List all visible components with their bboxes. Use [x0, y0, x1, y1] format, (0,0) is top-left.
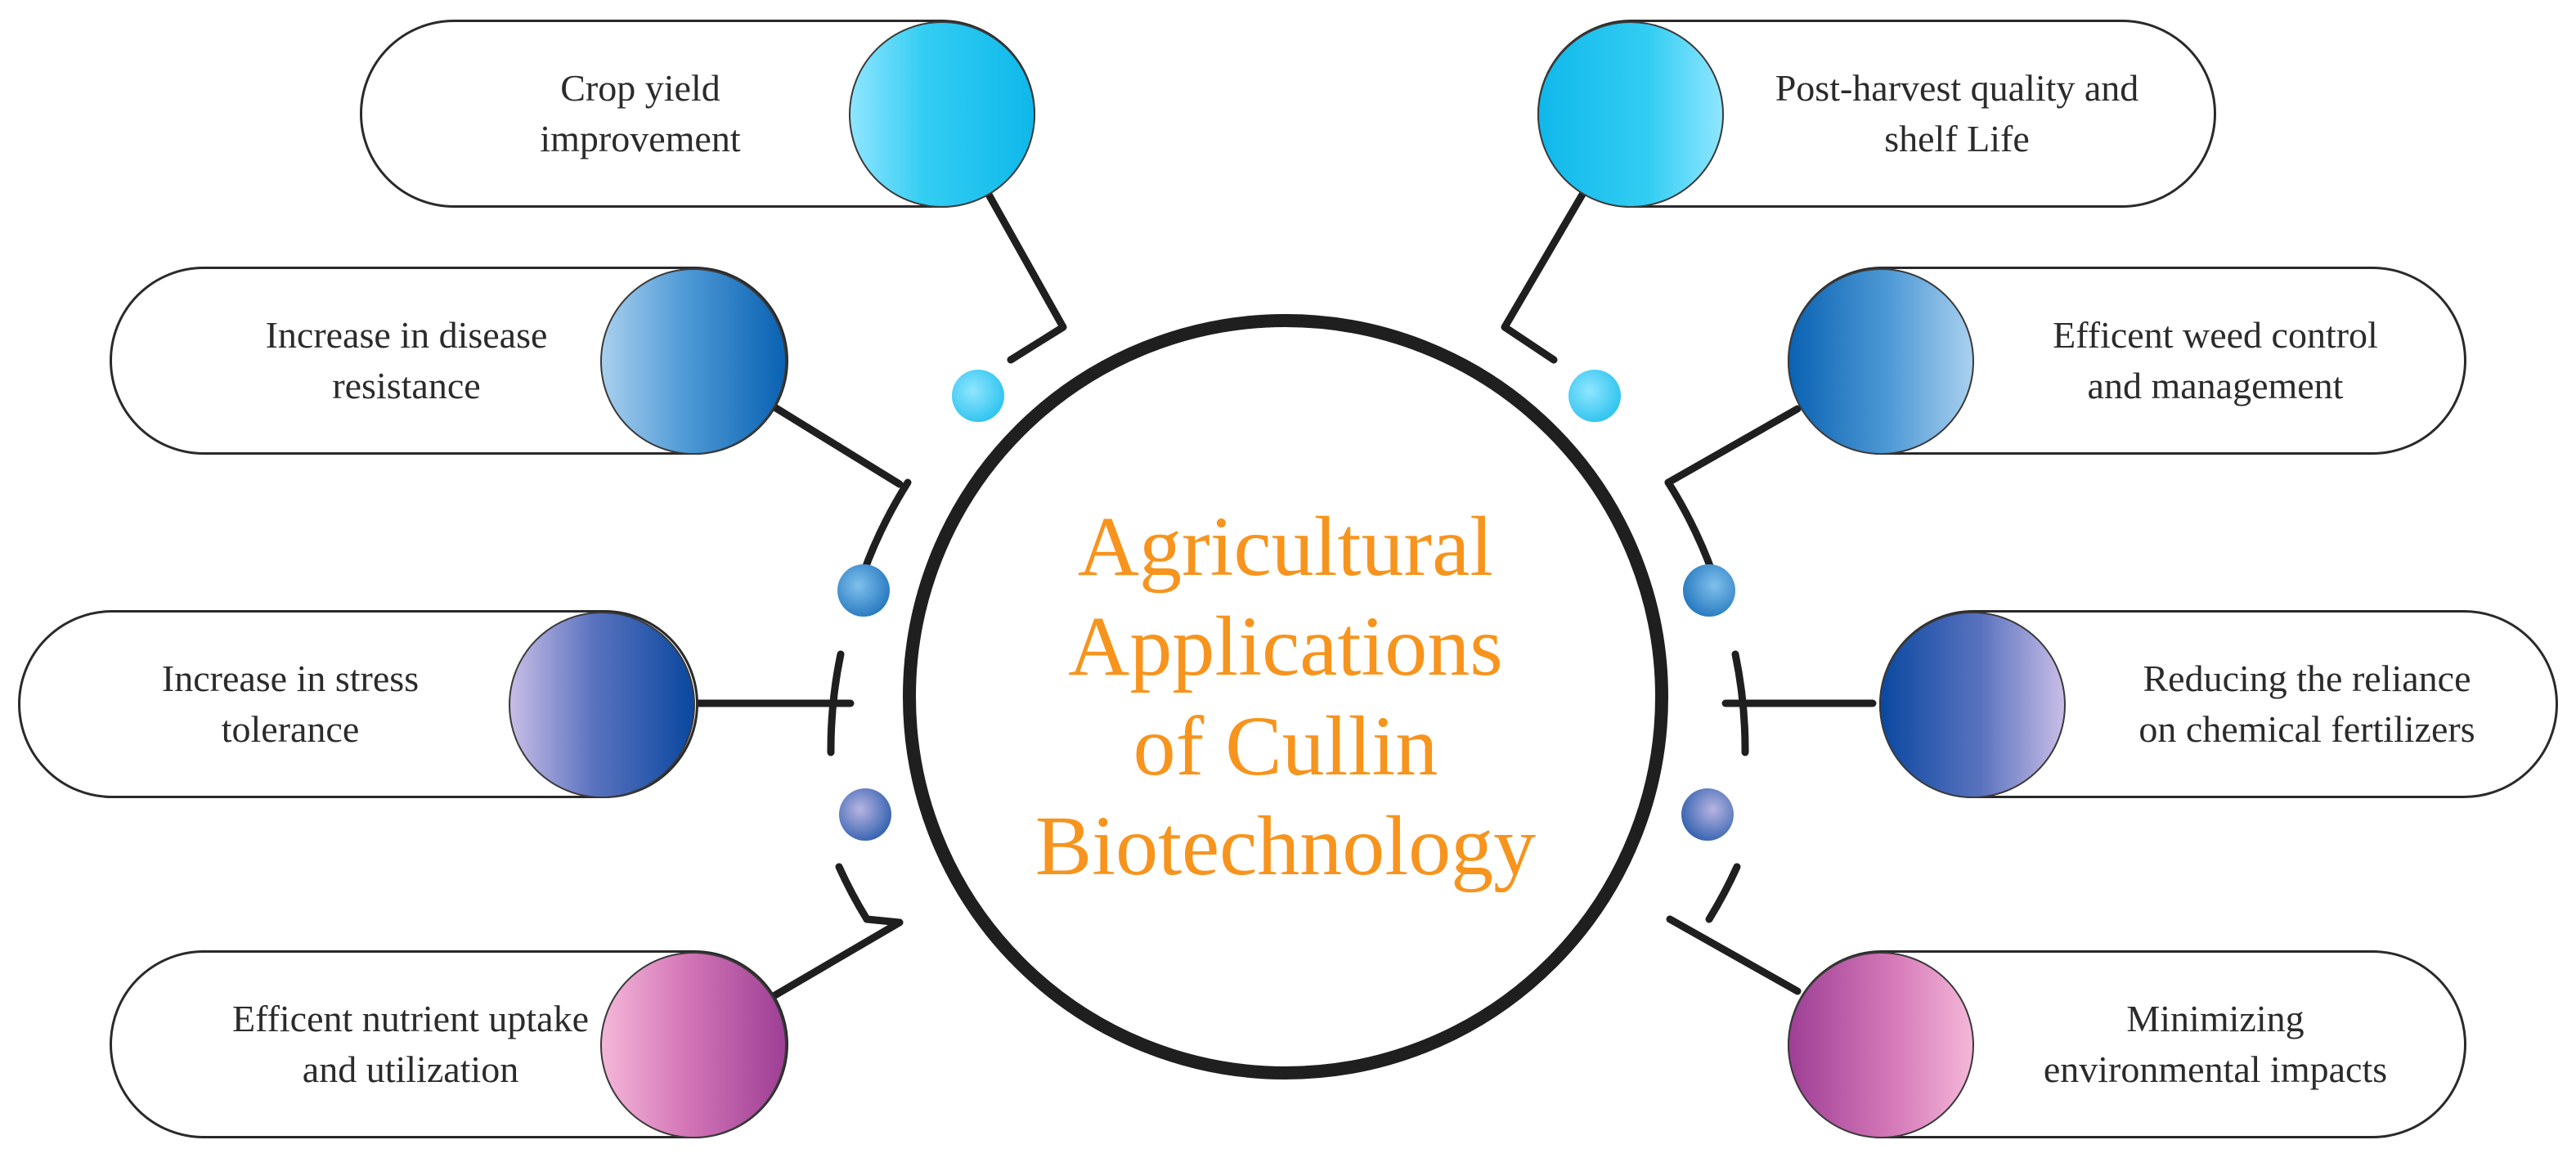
pill-label: Crop yield improvement [540, 67, 741, 159]
connector-right-2 [1664, 405, 1802, 487]
left-arc-segment [835, 863, 871, 923]
right-arc-segment [1664, 478, 1717, 577]
center-title: Agricultural Applications of Cullin Biot… [1034, 500, 1537, 893]
navy-dot-icon [839, 788, 891, 841]
center-circle [903, 314, 1668, 1079]
connector-right-4 [1666, 915, 1802, 995]
pill-label: Efficent nutrient uptake and utilization [232, 998, 589, 1090]
magenta-ball-icon [600, 952, 787, 1138]
pill-label: Increase in disease resistance [265, 314, 548, 406]
cyan-dot-icon [952, 370, 1004, 422]
pill-label: Post-harvest quality and shelf Life [1775, 67, 2139, 159]
pill-label: Reducing the reliance on chemical fertil… [2138, 658, 2475, 750]
connector-left-2 [768, 402, 904, 488]
navy-ball-icon [509, 612, 695, 798]
pill-label: Minimizing environmental impacts [2043, 998, 2388, 1090]
cyan-ball-icon [1537, 21, 1724, 208]
cyan-dot-icon [1568, 370, 1621, 422]
pill-label: Increase in stress tolerance [161, 658, 420, 750]
left-arc-segment [859, 478, 912, 577]
navy-dot-icon [1681, 788, 1734, 841]
navy-ball-icon [1879, 612, 2066, 798]
magenta-ball-icon [1788, 952, 1974, 1138]
blue-dot-icon [1683, 564, 1735, 617]
blue-ball-icon [1788, 268, 1974, 455]
blue-dot-icon [837, 564, 890, 617]
cyan-ball-icon [849, 21, 1035, 208]
pill-label: Efficent weed control and management [2053, 314, 2378, 406]
connector-right-1 [1501, 189, 1587, 364]
connector-left-4 [770, 915, 904, 1000]
right-arc-segment [1705, 863, 1741, 923]
connector-left-1 [984, 189, 1067, 364]
blue-ball-icon [600, 268, 787, 455]
